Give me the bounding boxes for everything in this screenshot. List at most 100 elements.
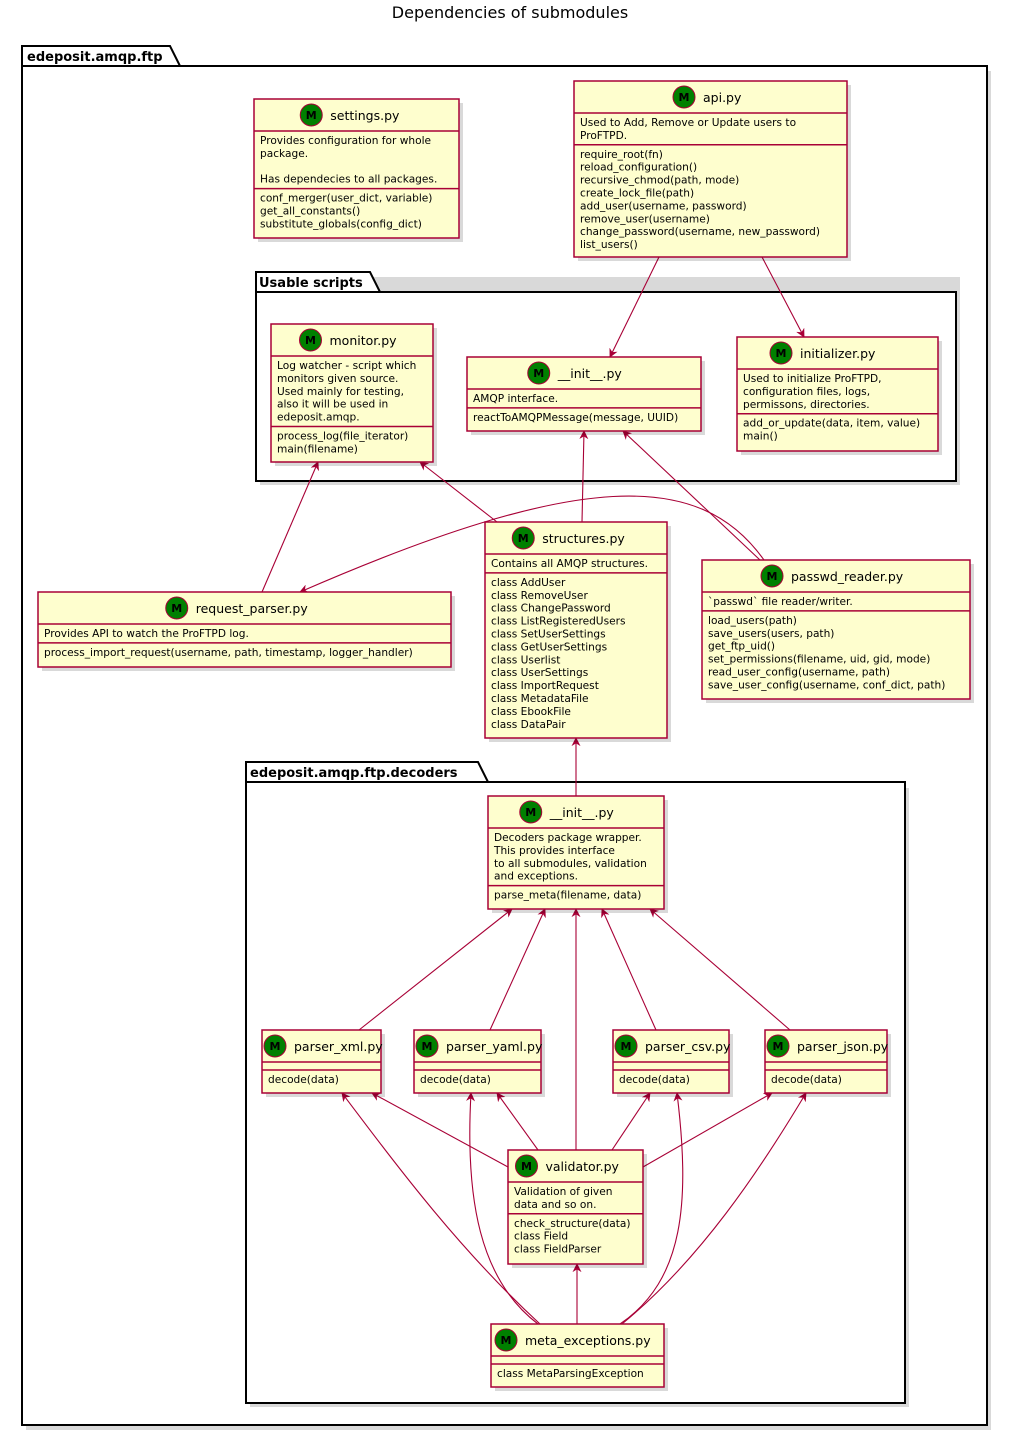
module-icon xyxy=(614,1034,638,1058)
module-description-line: data and so on. xyxy=(514,1199,596,1211)
module-icon xyxy=(511,526,535,550)
module-icon xyxy=(299,103,323,127)
module-description-line: Log watcher - script which xyxy=(277,360,416,372)
module-box xyxy=(484,521,668,739)
module-member-line: class RemoveUser xyxy=(491,590,588,602)
module-member-line: decode(data) xyxy=(771,1074,842,1086)
module-member-line: main(filename) xyxy=(277,443,358,455)
module-member-line: set_permissions(filename, uid, gid, mode… xyxy=(708,654,930,666)
module-description-line: and exceptions. xyxy=(494,871,578,883)
module-name: __init__.py xyxy=(557,366,623,381)
module-description-line: also it will be used in xyxy=(277,399,388,411)
module-name: parser_yaml.py xyxy=(446,1039,543,1054)
module-description-line: configuration files, logs, xyxy=(743,386,870,398)
edge-json-to-decoders-init xyxy=(649,908,791,1031)
module-name: initializer.py xyxy=(800,346,876,361)
module-name: api.py xyxy=(703,90,742,105)
module-member-line: add_user(username, password) xyxy=(580,200,747,212)
module-icon xyxy=(672,85,696,109)
module-member-line: remove_user(username) xyxy=(580,213,710,225)
module-member-line: get_all_constants() xyxy=(260,206,360,218)
module-box xyxy=(253,98,460,239)
module-description-line: to all submodules, validation xyxy=(494,858,647,870)
dependency-edges xyxy=(261,256,807,1325)
module-member-line: class MetaParsingException xyxy=(497,1368,644,1380)
module-box xyxy=(270,323,434,463)
module-icon xyxy=(415,1034,439,1058)
module-member-line: class AddUser xyxy=(491,577,566,589)
module-member-line: reactToAMQPMessage(message, UUID) xyxy=(473,412,678,424)
edge-request-parser-to-monitor xyxy=(261,461,319,593)
module-member-line: recursive_chmod(path, mode) xyxy=(580,175,739,187)
module-description-line: package. xyxy=(260,148,308,160)
module-member-line: class GetUserSettings xyxy=(491,641,607,653)
module-description-line: Used mainly for testing, xyxy=(277,386,404,398)
module-member-line: process_import_request(username, path, t… xyxy=(44,647,413,659)
module-name: meta_exceptions.py xyxy=(525,1333,651,1348)
diagram-title: Dependencies of submodules xyxy=(392,3,628,22)
module-badge-letter: M xyxy=(525,806,536,819)
module-description-line: Decoders package wrapper. xyxy=(494,832,642,844)
module-member-line: class FieldParser xyxy=(514,1244,602,1256)
module-badge-letter: M xyxy=(270,1040,281,1053)
module-description-line: Validation of given xyxy=(514,1186,612,1198)
module-description-line: `passwd` file reader/writer. xyxy=(708,596,853,608)
module-name: validator.py xyxy=(546,1159,620,1174)
module-member-line: class MetadataFile xyxy=(491,693,589,705)
module-member-line: class ChangePassword xyxy=(491,603,611,615)
module-badge-letter: M xyxy=(776,347,787,360)
module-icon xyxy=(299,328,322,352)
module-box xyxy=(573,80,848,258)
module-member-line: change_password(username, new_password) xyxy=(580,226,820,238)
module-description-line: Provides configuration for whole xyxy=(260,135,431,147)
edge-validator-to-xml xyxy=(371,1092,509,1168)
module-member-line: class Field xyxy=(514,1231,568,1243)
module-description-line: This provides interface xyxy=(493,845,615,857)
module-description-line: Used to Add, Remove or Update users to xyxy=(580,117,796,129)
module-icon xyxy=(519,800,543,824)
module-description-line: Used to initialize ProFTPD, xyxy=(743,373,882,385)
module-description-line: edeposit.amqp. xyxy=(277,412,360,424)
package-label-outer: edeposit.amqp.ftp xyxy=(27,50,163,65)
module-badge-letter: M xyxy=(305,334,316,347)
edge-yaml-to-decoders-init xyxy=(489,908,546,1031)
edge-passwd-to-request-parser xyxy=(299,495,765,593)
module-badge-letter: M xyxy=(679,91,690,104)
module-badge-letter: M xyxy=(422,1040,433,1053)
module-member-line: class EbookFile xyxy=(491,706,571,718)
module-badge-letter: M xyxy=(171,602,182,615)
module-name: parser_json.py xyxy=(797,1039,889,1054)
module-member-line: main() xyxy=(743,431,778,443)
module-description-line: monitors given source. xyxy=(277,373,398,385)
module-member-line: load_users(path) xyxy=(708,615,797,627)
module-icon xyxy=(263,1034,287,1058)
edge-exceptions-to-json xyxy=(621,1092,807,1325)
module-icon xyxy=(769,341,793,365)
edge-validator-to-csv xyxy=(611,1092,651,1151)
module-name: parser_xml.py xyxy=(294,1039,383,1054)
edge-passwd-to-init xyxy=(622,430,761,561)
module-badge-letter: M xyxy=(621,1040,632,1053)
module-member-line: class Userlist xyxy=(491,654,560,666)
module-member-line: save_users(users, path) xyxy=(708,628,834,640)
module-box xyxy=(37,591,452,668)
edge-api-to-init xyxy=(609,256,660,358)
module-member-line: get_ftp_uid() xyxy=(708,641,775,653)
module-icon xyxy=(766,1034,790,1058)
module-icon xyxy=(515,1154,538,1178)
module-description-line: Contains all AMQP structures. xyxy=(491,558,648,570)
module-badge-letter: M xyxy=(306,109,317,122)
module-member-line: add_or_update(data, item, value) xyxy=(743,418,920,430)
module-box xyxy=(466,356,702,432)
edge-structures-to-monitor xyxy=(419,461,498,523)
module-icon xyxy=(165,596,189,620)
